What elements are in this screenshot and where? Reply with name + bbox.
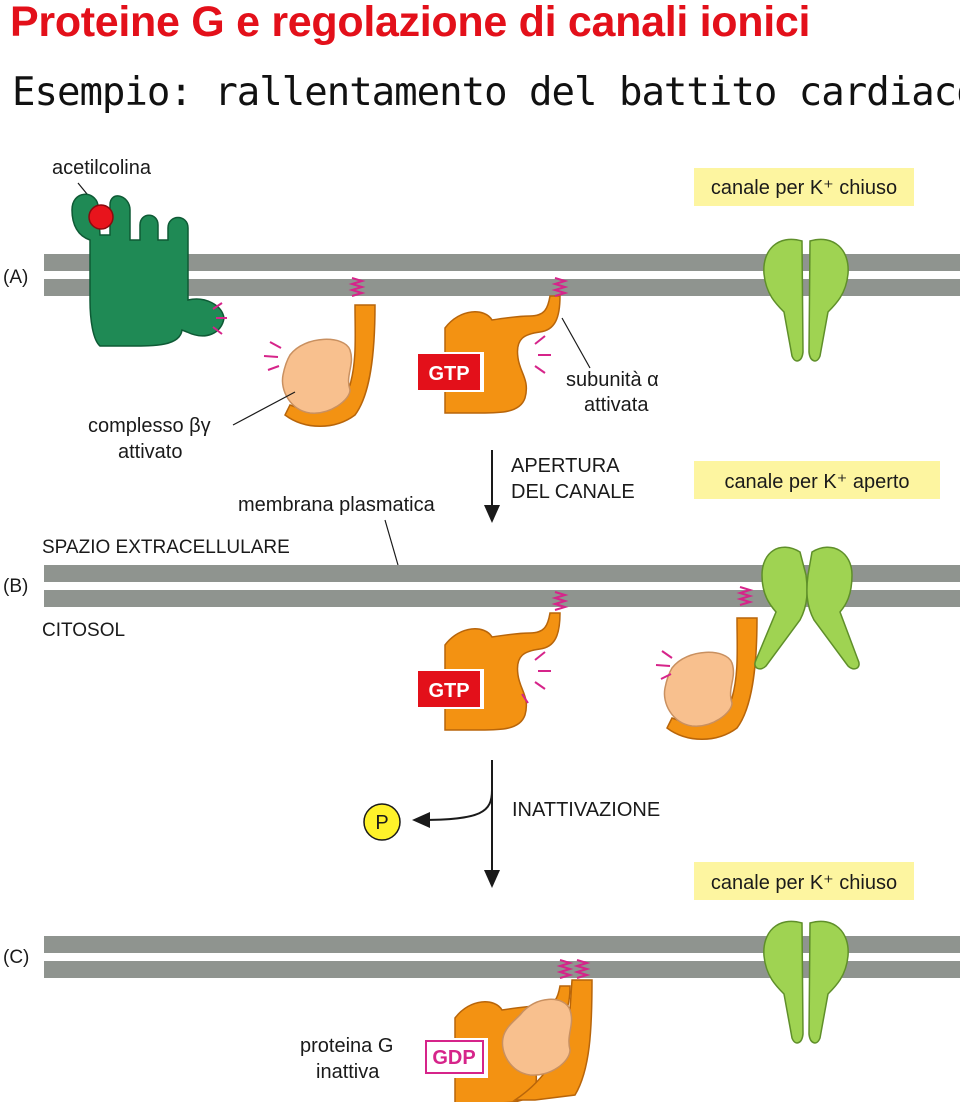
opening-label-line2: DEL CANALE	[511, 481, 635, 503]
gdp-badge-c: GDP	[424, 1038, 488, 1078]
phosphate-label: P	[375, 812, 388, 834]
beta-gamma-label-line2: attivato	[118, 441, 182, 463]
g-protein-label-line1: proteina G	[300, 1035, 393, 1057]
receptor-activation-marks	[212, 302, 227, 335]
gtp-badge-a: GTP	[418, 352, 484, 392]
beta-gamma-activation-marks-b	[655, 650, 673, 680]
arrow-phosphate-release	[412, 789, 493, 828]
alpha-label-line2: attivata	[584, 394, 649, 416]
panel-label-a: (A)	[3, 267, 28, 288]
channel-c-label: canale per K⁺ chiuso	[711, 872, 897, 894]
page-title: Proteine G e regolazione di canali ionic…	[10, 0, 811, 46]
beta-gamma-activation-marks	[263, 341, 282, 371]
extracellular-label: SPAZIO EXTRACELLULARE	[42, 537, 290, 558]
channel-a-highlight	[694, 168, 914, 206]
svg-text:GDP: GDP	[432, 1047, 475, 1069]
inactive-g-protein	[454, 979, 593, 1102]
gtp-badge-b: GTP	[418, 669, 484, 709]
panel-label-b: (B)	[3, 576, 28, 597]
acetylcholine-label: acetilcolina	[52, 157, 152, 179]
g-protein-label-line2: inattiva	[316, 1061, 380, 1083]
channel-b-label: canale per K⁺ aperto	[724, 471, 909, 493]
svg-text:GTP: GTP	[428, 680, 469, 702]
beta-gamma-complex-b	[663, 617, 758, 740]
beta-gamma-complex-a	[281, 304, 376, 427]
panel-label-c: (C)	[3, 947, 29, 968]
membrane-c	[44, 936, 960, 978]
page-subtitle: Esempio: rallentamento del battito cardi…	[12, 70, 960, 115]
potassium-channel-b-open	[754, 546, 860, 670]
cytosol-label: CITOSOL	[42, 620, 125, 641]
membrane-label: membrana plasmatica	[238, 494, 436, 516]
membrane-a	[44, 254, 960, 296]
phosphate-circle	[363, 803, 401, 841]
opening-label-line1: APERTURA	[511, 455, 620, 477]
membrane-b	[44, 565, 960, 607]
channel-c-highlight	[694, 862, 914, 900]
channel-b-highlight	[694, 461, 940, 499]
alpha-activation-marks-a	[534, 335, 551, 374]
beta-gamma-label-line1: complesso βγ	[88, 415, 211, 437]
channel-a-label: canale per K⁺ chiuso	[711, 177, 897, 199]
receptor	[71, 193, 225, 347]
alpha-label-line1: subunità α	[566, 369, 659, 391]
inactivation-label: INATTIVAZIONE	[512, 799, 660, 821]
acetylcholine-molecule	[88, 204, 114, 230]
alpha-activation-marks-b	[521, 651, 551, 704]
svg-text:GTP: GTP	[428, 363, 469, 385]
